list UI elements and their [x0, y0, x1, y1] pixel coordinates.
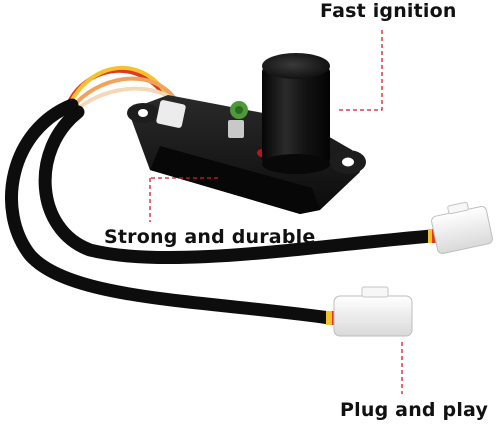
black-cables — [5, 98, 439, 325]
capacitor — [262, 53, 330, 174]
strong-durable-label: Strong and durable — [104, 226, 316, 248]
fast-ignition-label: Fast ignition — [320, 0, 457, 22]
connector-bottom — [333, 286, 413, 337]
callout-lines — [149, 30, 403, 394]
plug-play-label: Plug and play — [340, 399, 489, 421]
regulator-module — [127, 95, 366, 214]
connector-right — [431, 201, 493, 254]
